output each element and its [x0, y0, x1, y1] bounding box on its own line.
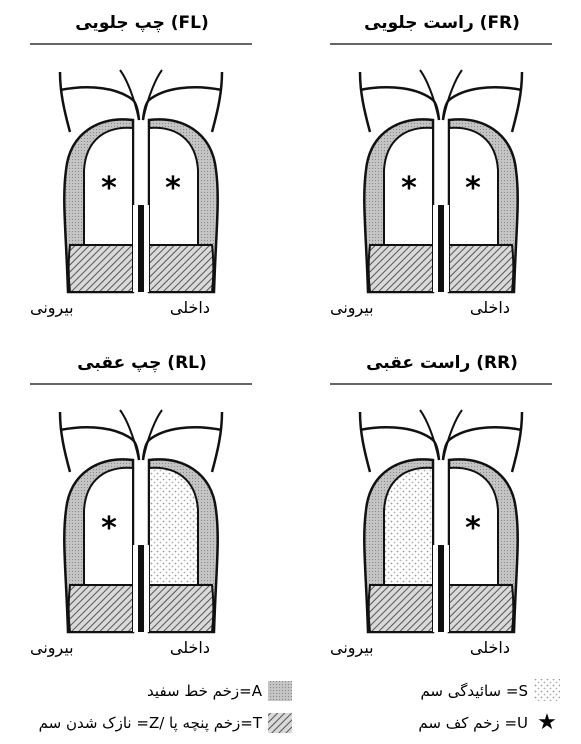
right-toe-zone — [149, 245, 214, 292]
label-left: بیرونی — [330, 298, 374, 318]
legend-text-s: سائیدگی سم =S — [420, 682, 528, 700]
label-left: بیرونی — [330, 638, 374, 658]
heel-bulb-right — [143, 427, 222, 460]
heel-bulb-right — [143, 87, 222, 120]
panel-rr: راست عقبی (RR) * بیرونی داخلی — [330, 353, 552, 658]
legend-text-u: زخم کف سم =U — [418, 714, 528, 732]
heel-bulb-left — [60, 87, 139, 120]
heel-bulb-left — [360, 427, 439, 460]
sole-ulcer-star-icon: * — [165, 171, 181, 206]
label-left: بیرونی — [30, 638, 74, 658]
label-right: داخلی — [170, 298, 210, 317]
right-toe-zone — [449, 585, 514, 632]
claw-diagram: ** — [60, 70, 222, 292]
left-toe-zone — [69, 585, 134, 632]
sole-ulcer-star-icon: * — [465, 511, 481, 546]
legend-text-a: زخم خط سفید=A — [147, 682, 263, 700]
interdigital-gap — [438, 205, 444, 292]
star-icon: ★ — [537, 710, 557, 735]
interdigital-gap — [438, 545, 444, 632]
interdigital-gap — [138, 545, 144, 632]
right-toe-zone — [149, 585, 214, 632]
panel-title: چپ عقبی (RL) — [77, 353, 207, 373]
legend: سائیدگی سم =S زخم خط سفید=A ★ زخم کف سم … — [39, 679, 560, 735]
sole-ulcer-star-icon: * — [101, 171, 117, 206]
panel-title: چپ جلویی (FL) — [75, 13, 209, 33]
heel-bulb-right — [443, 427, 522, 460]
panel-title: راست جلویی (FR) — [364, 13, 520, 33]
panel-title: راست عقبی (RR) — [366, 353, 518, 373]
heel-bulb-left — [360, 87, 439, 120]
sole-ulcer-star-icon: * — [401, 171, 417, 206]
label-right: داخلی — [470, 638, 510, 657]
left-toe-zone — [369, 245, 434, 292]
claw-diagram: ** — [360, 70, 522, 292]
legend-swatch-tz — [268, 713, 292, 733]
legend-swatch-a — [268, 681, 292, 701]
claw-diagram: * — [360, 410, 522, 632]
right-sole-area — [149, 468, 198, 585]
label-right: داخلی — [470, 298, 510, 317]
heel-bulb-left — [60, 427, 139, 460]
claw-diagram: * — [60, 410, 222, 632]
sole-ulcer-star-icon: * — [101, 511, 117, 546]
legend-swatch-s — [534, 679, 560, 701]
right-toe-zone — [449, 245, 514, 292]
left-toe-zone — [69, 245, 134, 292]
panel-rl: چپ عقبی (RL) * بیرونی داخلی — [30, 353, 252, 658]
label-right: داخلی — [170, 638, 210, 657]
sole-ulcer-star-icon: * — [465, 171, 481, 206]
left-toe-zone — [369, 585, 434, 632]
label-left: بیرونی — [30, 298, 74, 318]
interdigital-gap — [138, 205, 144, 292]
legend-text-tz: نازک شدن سم =Z/ زخم پنچه پا=T — [39, 714, 263, 733]
left-sole-area — [384, 468, 433, 585]
heel-bulb-right — [443, 87, 522, 120]
